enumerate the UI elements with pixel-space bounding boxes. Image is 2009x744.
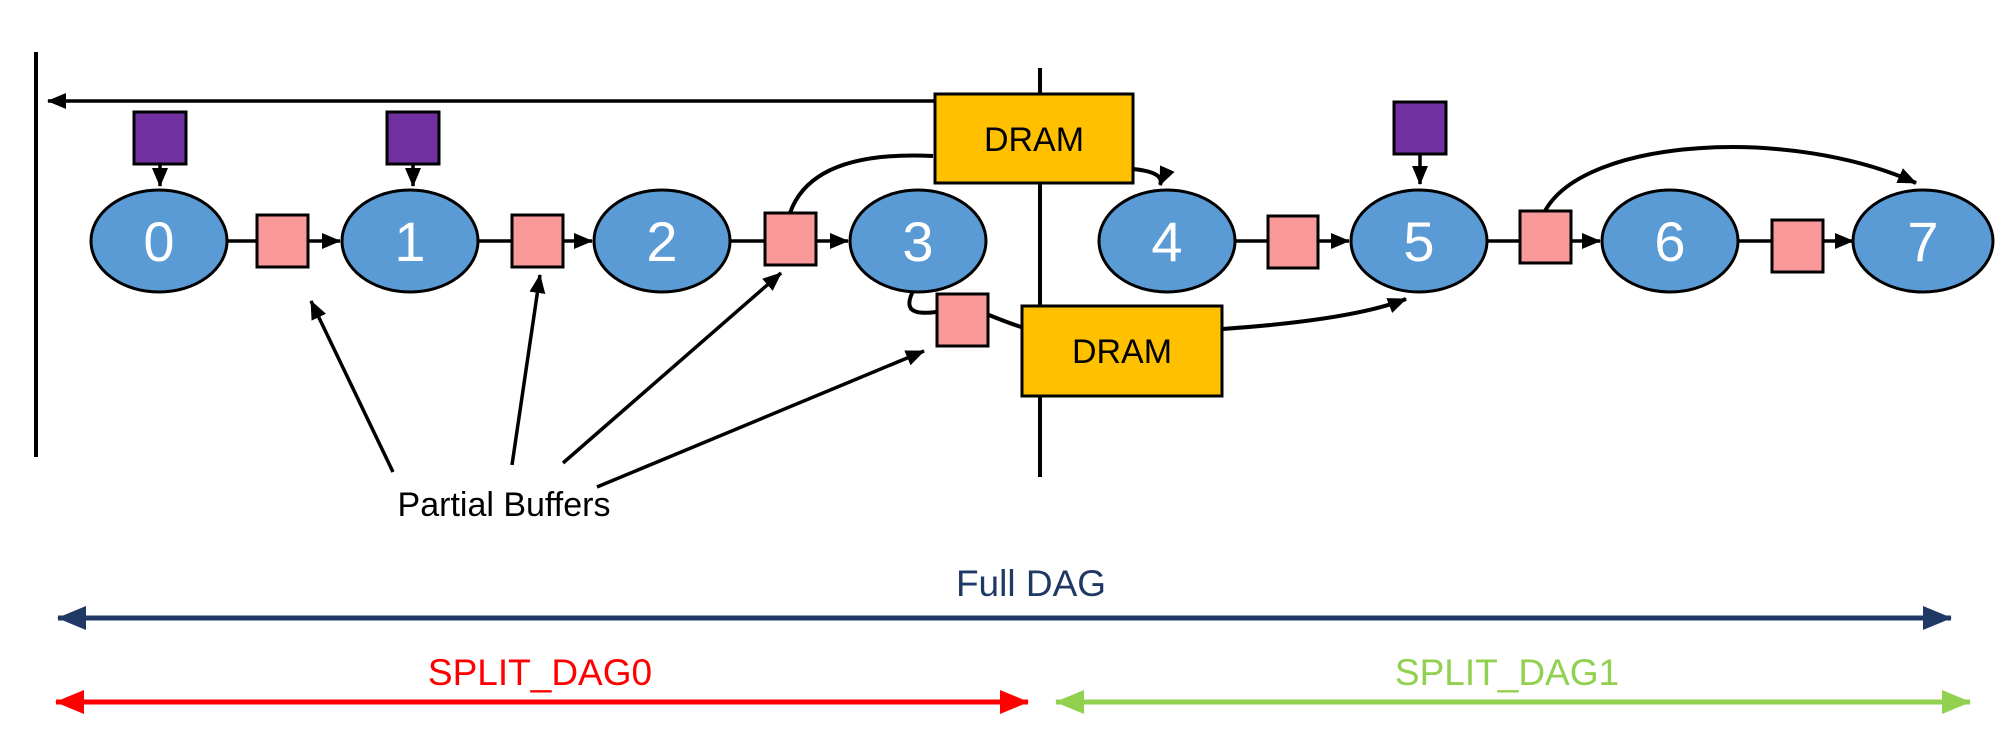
dag-node-2-ellipse: [592, 188, 732, 294]
partial-buffers-label: Partial Buffers: [398, 486, 611, 524]
partial-buffer-01: [255, 213, 310, 269]
dag-node-7-ellipse: [1851, 188, 1995, 294]
curve-buffer3-to-dram-bottom: [988, 313, 1022, 329]
pointer-arrow-buffer23: [561, 271, 783, 465]
dram-box-top: DRAM: [933, 92, 1135, 185]
pointer-arrow-buffer01: [309, 300, 395, 473]
split-dag0-label: SPLIT_DAG0: [428, 652, 652, 693]
dag-node-1-label: 1: [394, 210, 425, 273]
dag-node-1-ellipse: [340, 188, 480, 294]
dag-node-0-ellipse: [89, 188, 229, 294]
dram-box-top-rect: [933, 92, 1135, 185]
input-square-node1: [385, 110, 441, 166]
partial-buffer-67: [1770, 218, 1825, 274]
dram-box-bottom: DRAM: [1020, 304, 1224, 398]
curve-buffer23-to-dram-top: [788, 153, 934, 214]
dram-box-top-label: DRAM: [984, 121, 1084, 159]
dag-node-5-ellipse: [1349, 188, 1489, 294]
curve-node3-to-buffer3: [907, 288, 937, 315]
dag-node-1: 1: [340, 188, 480, 294]
partial-buffer-23: [763, 211, 818, 267]
dram-box-bottom-rect: [1020, 304, 1224, 398]
dag-node-3-label: 3: [902, 210, 933, 273]
input-square-node5: [1392, 100, 1448, 156]
pointer-arrow-buffer12: [510, 274, 546, 466]
curve-dram-top-to-node4: [1132, 165, 1175, 186]
dag-node-3: 3: [848, 188, 988, 294]
dag-node-4-ellipse: [1097, 188, 1237, 294]
dag-node-0-label: 0: [143, 210, 174, 273]
dag-node-2: 2: [592, 188, 732, 294]
curve-buffer56-skip-to-node7: [1543, 145, 1917, 212]
curve-dram-bottom-to-node5: [1221, 297, 1407, 331]
partial-buffer-3-dram: [935, 292, 990, 348]
partial-buffer-12: [510, 213, 565, 269]
dag-node-6-label: 6: [1654, 210, 1685, 273]
dag-node-7: 7: [1851, 188, 1995, 294]
pointer-arrow-buffer3-dram: [596, 349, 925, 489]
dag-node-2-label: 2: [646, 210, 677, 273]
full-dag-label: Full DAG: [956, 563, 1106, 604]
dag-node-5-label: 5: [1403, 210, 1434, 273]
partial-buffer-56: [1518, 209, 1573, 265]
dag-node-0: 0: [89, 188, 229, 294]
partial-buffer-45: [1266, 214, 1320, 270]
dag-node-6: 6: [1600, 188, 1740, 294]
dag-node-7-label: 7: [1907, 210, 1938, 273]
dag-node-6-ellipse: [1600, 188, 1740, 294]
dag-node-3-ellipse: [848, 188, 988, 294]
dag-node-4: 4: [1097, 188, 1237, 294]
input-square-node0: [132, 110, 188, 166]
dag-node-5: 5: [1349, 188, 1489, 294]
dag-node-4-label: 4: [1151, 210, 1182, 273]
dram-box-bottom-label: DRAM: [1072, 333, 1172, 371]
split-dag1-label: SPLIT_DAG1: [1395, 652, 1619, 693]
